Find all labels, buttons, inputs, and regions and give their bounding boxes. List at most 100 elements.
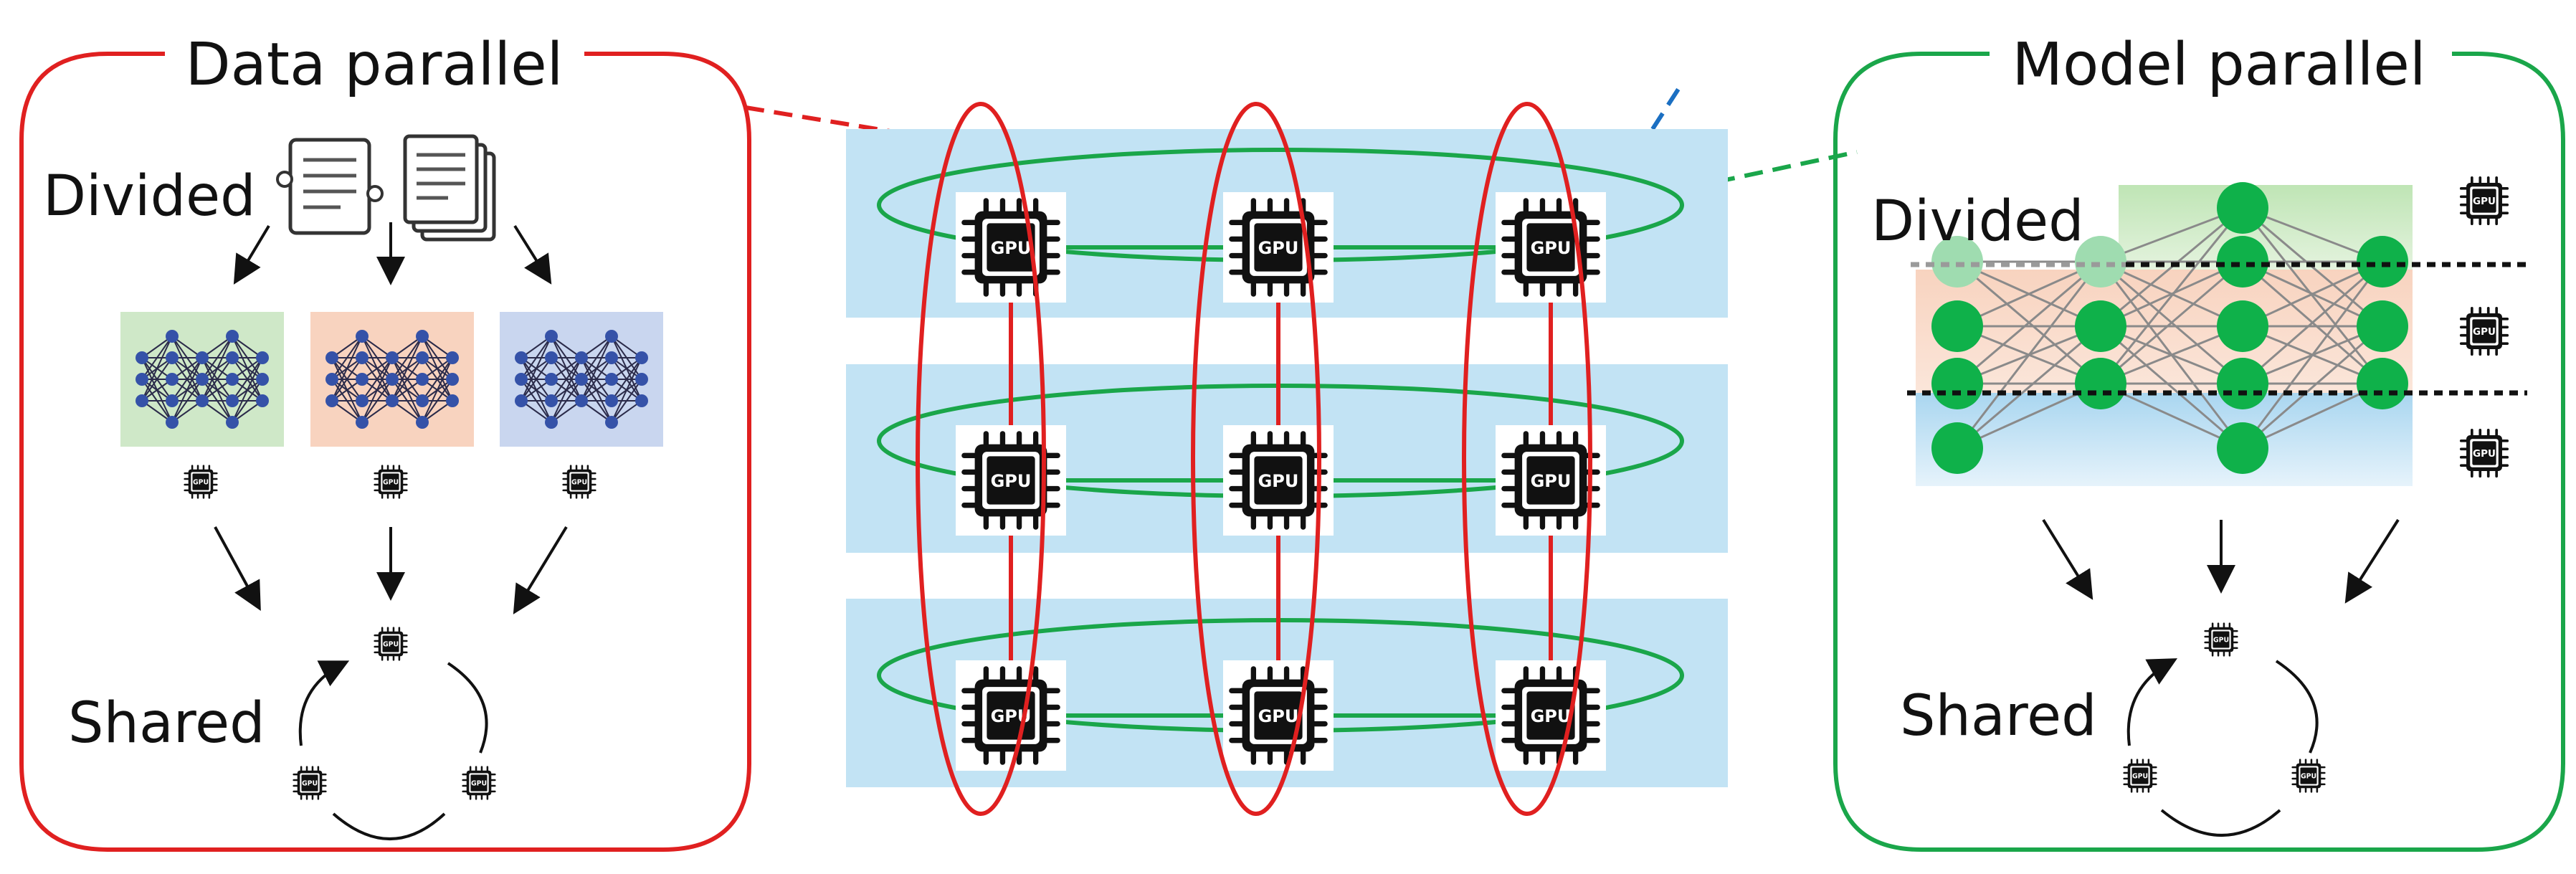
network-node <box>416 373 429 386</box>
shared-ring <box>2126 658 2319 837</box>
gpu-chip-label: GPU <box>991 238 1032 258</box>
red-column-links <box>1009 296 1553 665</box>
network-node <box>416 416 429 429</box>
network-node <box>325 373 338 386</box>
data-parallel-title: Data parallel <box>186 31 564 99</box>
network-node <box>515 394 528 407</box>
network-node <box>256 373 269 386</box>
network-node <box>386 394 399 407</box>
network-node <box>196 373 209 386</box>
gpu-chip-label: GPU <box>1531 706 1572 726</box>
network-node <box>545 330 558 343</box>
network-node <box>575 351 588 364</box>
network-node <box>356 416 369 429</box>
network-node <box>226 330 239 343</box>
data-parallel-divided-label: Divided <box>43 164 256 229</box>
network-node <box>416 394 429 407</box>
neural-network-icon <box>120 312 284 447</box>
network-node <box>1931 358 1983 409</box>
network-node <box>2357 300 2408 352</box>
gpu-chip-label: GPU <box>383 640 399 648</box>
network-node <box>605 330 618 343</box>
gpu-chip-label: GPU <box>193 478 209 486</box>
network-node <box>136 394 148 407</box>
network-node <box>166 416 179 429</box>
network-node <box>416 330 429 343</box>
network-node <box>605 416 618 429</box>
network-node <box>605 351 618 364</box>
blue-dashed-connector <box>1650 83 1683 130</box>
network-node <box>446 373 459 386</box>
network-node <box>166 394 179 407</box>
network-node <box>226 394 239 407</box>
gpu-card: GPU <box>956 660 1066 771</box>
gpu-card: GPU <box>1223 425 1334 536</box>
split-arrows <box>233 222 552 285</box>
network-node <box>515 373 528 386</box>
network-node <box>166 373 179 386</box>
network-node <box>356 394 369 407</box>
gpu-chip-label: GPU <box>2301 772 2316 780</box>
network-node <box>196 351 209 364</box>
gpu-chip-label: GPU <box>2473 196 2496 207</box>
network-node <box>2217 358 2268 409</box>
gpu-card: GPU <box>1496 660 1606 771</box>
network-node <box>226 416 239 429</box>
network-node <box>635 373 648 386</box>
network-node <box>446 351 459 364</box>
network-node <box>2075 358 2126 409</box>
model-parallel-shared-label: Shared <box>1900 684 2097 749</box>
network-node <box>446 394 459 407</box>
gpu-card: GPU <box>956 425 1066 536</box>
gpu-card: GPU <box>1223 660 1334 771</box>
gpu-chip-label: GPU <box>1258 238 1299 258</box>
network-node <box>575 394 588 407</box>
network-node <box>226 351 239 364</box>
network-node <box>166 330 179 343</box>
network-node <box>256 394 269 407</box>
network-node <box>136 351 148 364</box>
gpu-card: GPU <box>956 192 1066 303</box>
network-node <box>2217 182 2268 234</box>
gpu-card: GPU <box>1496 192 1606 303</box>
gpu-chip-label: GPU <box>2473 326 2496 338</box>
gpu-chip-label: GPU <box>383 478 399 486</box>
model-parallel-panel: Model parallel Divided Shared <box>1833 31 2565 852</box>
gpu-card: GPU <box>1223 192 1334 303</box>
network-node <box>575 373 588 386</box>
gpu-chip-label: GPU <box>571 478 587 486</box>
data-parallel-panel: Data parallel Divided <box>19 31 751 852</box>
network-node <box>416 351 429 364</box>
network-node <box>2075 300 2126 352</box>
network-node <box>136 373 148 386</box>
network-node <box>2357 236 2408 288</box>
neural-network-icon <box>1931 182 2408 474</box>
network-node <box>545 373 558 386</box>
gpu-chip-label: GPU <box>302 779 318 787</box>
model-parallel-title: Model parallel <box>2012 31 2425 99</box>
network-node <box>635 394 648 407</box>
shared-ring <box>298 660 488 840</box>
gpu-chip-label: GPU <box>1258 706 1299 726</box>
network-node <box>325 394 338 407</box>
network-node <box>2217 422 2268 474</box>
document-icon <box>276 138 384 235</box>
gpu-chip-label: GPU <box>2132 772 2148 780</box>
network-node <box>1931 236 1983 288</box>
network-node <box>226 373 239 386</box>
gpu-chip-labels: GPU GPU GPU GPU GPU GPU GPU GPU GPU GPU GPU GPU <box>193 196 2496 788</box>
network-node <box>605 373 618 386</box>
network-node <box>1931 300 1983 352</box>
network-node <box>356 330 369 343</box>
gpu-chip-label: GPU <box>991 471 1032 491</box>
data-parallel-shared-label: Shared <box>68 691 265 756</box>
network-node <box>2217 300 2268 352</box>
network-node <box>386 373 399 386</box>
network-node <box>515 351 528 364</box>
network-node <box>2075 236 2126 288</box>
gpu-chip-label: GPU <box>1531 238 1572 258</box>
merge-arrows <box>2042 518 2400 604</box>
gpu-chip-label: GPU <box>471 779 487 787</box>
